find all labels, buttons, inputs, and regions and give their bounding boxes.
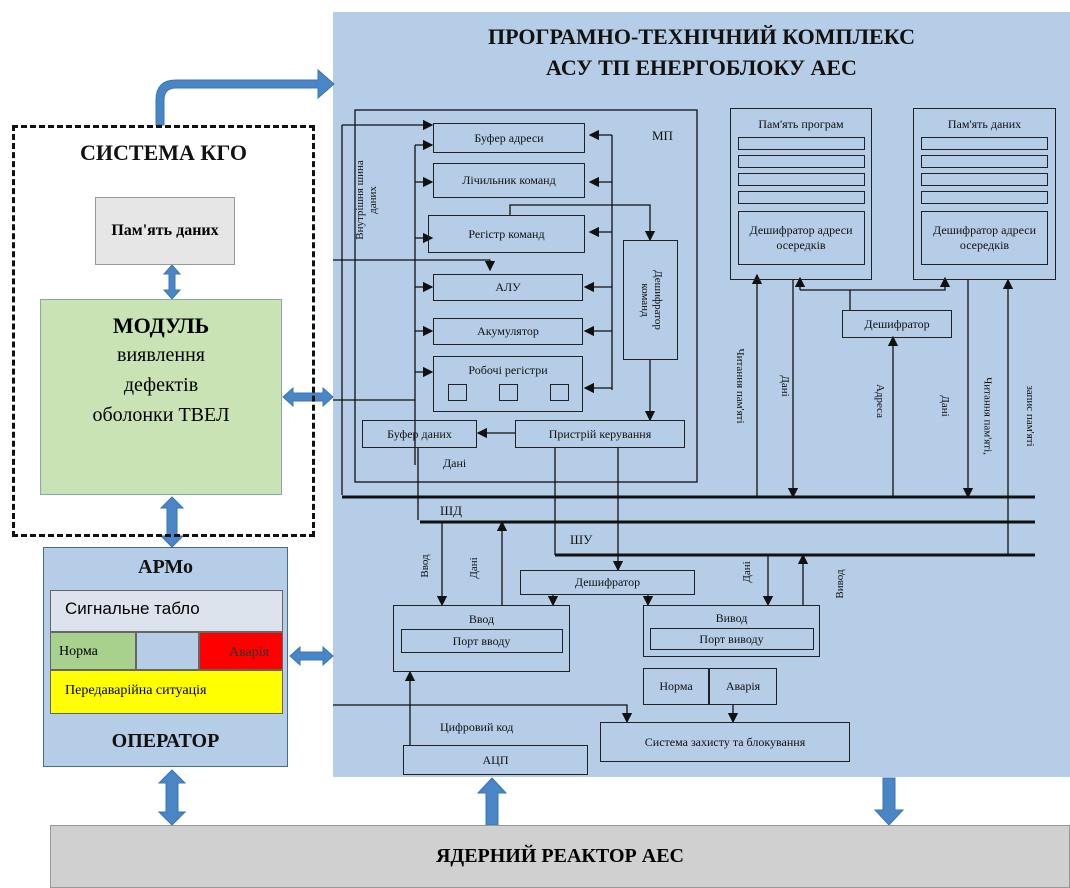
data-memory-decoder-label: Дешифратор адреси осередків [932,223,1036,252]
arm-complex-arrow [289,645,334,667]
adc: АЦП [403,745,588,775]
signal-panel: Сигнальне табло [50,590,283,632]
module-complex-arrow [282,386,334,408]
module-description: виявлення дефектів оболонки ТВЕЛ [92,344,230,426]
output-port: Порт виводу [649,628,814,650]
register-cell [447,384,467,401]
data-memory: Пам'ять даних Дешифратор адреси осередкі… [913,108,1056,280]
data-memory-title: Пам'ять даних [947,117,1022,131]
output-port-label: Порт виводу [699,631,764,646]
data-buffer: Буфер даних [362,420,477,448]
register-cell [498,384,518,401]
memory-cell [921,155,1048,168]
memory-cell [737,155,865,168]
complex-title-line1: ПРОГРАМНО-ТЕХНІЧНИЙ КОМПЛЕКС [487,24,915,49]
work-registers: Робочі регістри [433,356,583,412]
command-counter: Лічильник команд [433,163,585,198]
command-register-label: Регістр команд [468,226,545,241]
input-port-label: Порт вводу [452,633,511,648]
arm-alarm-label: Аварія [229,645,270,660]
control-unit-label: Пристрій керування [548,426,652,441]
nuclear-reactor: ЯДЕРНИЙ РЕАКТОР АЕС [50,825,1070,888]
command-decoder: Дешифратор команд [623,240,678,360]
accumulator: Акумулятор [433,318,583,345]
control-unit: Пристрій керування [515,420,685,448]
adc-label: АЦП [482,752,509,767]
data-memory-decoder: Дешифратор адреси осередків [921,211,1048,265]
signal-panel-label: Сигнальне табло [65,599,200,618]
defect-module: МОДУЛЬ виявлення дефектів оболонки ТВЕЛ [40,299,282,495]
kgo-memory-label: Пам'ять даних [111,222,219,239]
mp-data-label: Дані [443,456,467,470]
memory-cell [921,137,1048,150]
data-bus-label: ШД [440,503,462,518]
input-block: Ввод Порт вводу [393,605,570,672]
pre-alarm-label: Передаварійна ситуація [65,683,207,698]
mp-label: МП [652,128,673,143]
output-norm: Норма [643,668,709,705]
memory-cell [921,173,1048,186]
arm-blank-indicator [136,632,199,670]
data-buffer-label: Буфер даних [387,426,452,441]
io-decoder: Дешифратор [520,570,695,595]
input-block-title: Ввод [468,612,495,626]
complex-reactor-arrow [873,777,905,826]
reactor-label: ЯДЕРНИЙ РЕАКТОР АЕС [435,845,684,867]
module-title: МОДУЛЬ [112,313,210,338]
program-memory: Пам'ять програм Дешифратор адреси осеред… [730,108,872,280]
memory-cell [737,191,865,204]
command-counter-label: Лічильник команд [462,173,556,187]
arm-norm-indicator: Норма [50,632,136,670]
operator-label: ОПЕРАТОР [111,730,220,752]
address-buffer: Буфер адреси [433,123,585,153]
alu-label: АЛУ [495,280,521,294]
kgo-system [12,125,315,537]
middle-decoder-label: Дешифратор [864,316,930,331]
reactor-adc-arrow [476,777,508,826]
output-block: Вивод Порт виводу [643,605,820,657]
pre-alarm-indicator: Передаварійна ситуація [50,670,283,714]
control-bus-label: ШУ [570,532,593,547]
output-alarm: Аварія [709,668,777,705]
protection-system-label: Система захисту та блокування [644,734,806,749]
kgo-to-complex-arrow [155,68,335,126]
program-memory-decoder: Дешифратор адреси осередків [737,211,865,265]
memory-cell [737,137,865,150]
arm-reactor-arrow [157,769,187,826]
middle-decoder: Дешифратор [842,310,952,338]
kgo-title: СИСТЕМА КГО [80,140,247,165]
address-buffer-label: Буфер адреси [474,130,544,145]
kgo-memory: Пам'ять даних [95,197,235,265]
accumulator-label: Акумулятор [477,324,539,338]
digital-code-label: Цифровий код [440,720,514,734]
command-register: Регістр команд [428,215,585,253]
arm-title: АРМо [138,556,193,578]
program-memory-decoder-label: Дешифратор адреси осередків [749,223,853,252]
output-alarm-label: Аварія [725,679,761,693]
alu: АЛУ [433,274,583,301]
arm-norm-label: Норма [59,644,98,659]
memory-cell [737,173,865,186]
io-decoder-label: Дешифратор [574,575,641,589]
register-cell [549,384,569,401]
output-block-title: Вивод [715,611,748,625]
protection-system: Система захисту та блокування [600,722,850,762]
memory-cell [921,191,1048,204]
input-port: Порт вводу [400,629,563,653]
work-registers-label: Робочі регістри [468,363,548,377]
program-memory-title: Пам'ять програм [758,117,844,131]
output-norm-label: Норма [659,679,693,693]
arm-alarm-indicator: Аварія [199,632,283,670]
complex-title-line2: АСУ ТП ЕНЕРГОБЛОКУ АЕС [546,55,857,80]
register-cells [447,384,569,401]
